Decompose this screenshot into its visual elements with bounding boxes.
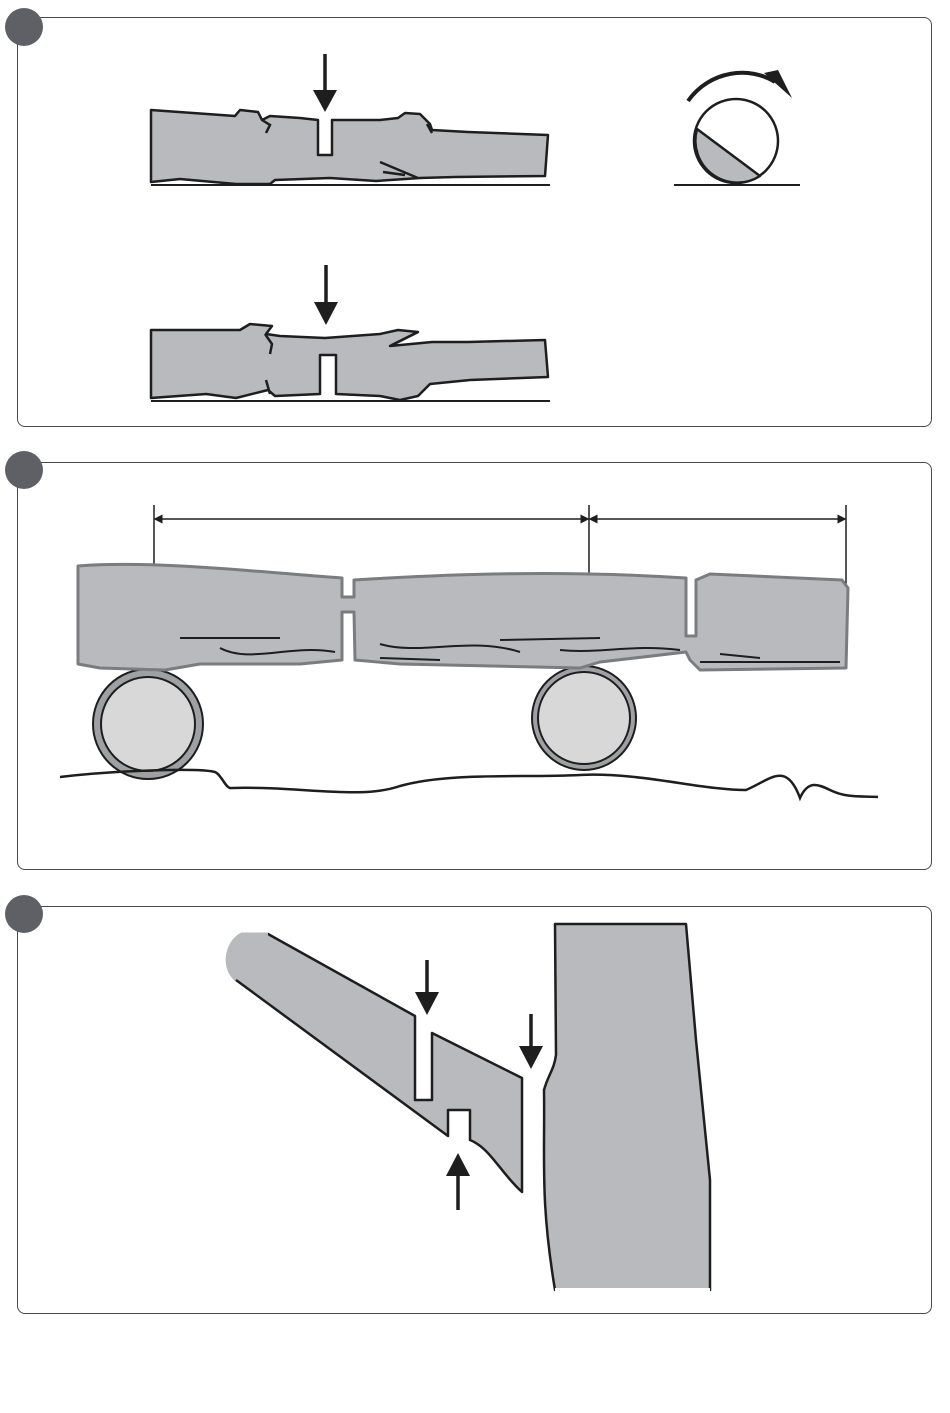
down-arrow-icon bbox=[415, 960, 439, 1015]
rotate-arrow-icon bbox=[688, 70, 792, 101]
rollers bbox=[93, 666, 636, 779]
log-on-ground-cut-from-bottom bbox=[151, 324, 550, 401]
step-badge-2 bbox=[5, 451, 43, 489]
ground-line bbox=[60, 770, 878, 798]
up-arrow-icon bbox=[446, 1153, 470, 1210]
limb-cut-from-trunk bbox=[227, 924, 710, 1290]
rotation-indicator bbox=[674, 99, 800, 185]
log-on-ground-cut-from-top bbox=[151, 110, 550, 185]
down-arrow-icon bbox=[313, 54, 337, 112]
down-arrow-icon bbox=[314, 265, 338, 325]
down-arrow-icon bbox=[519, 1014, 543, 1069]
log-supported-on-rollers bbox=[78, 564, 848, 670]
step-badge-1 bbox=[5, 8, 43, 46]
step-badge-3 bbox=[5, 895, 43, 933]
